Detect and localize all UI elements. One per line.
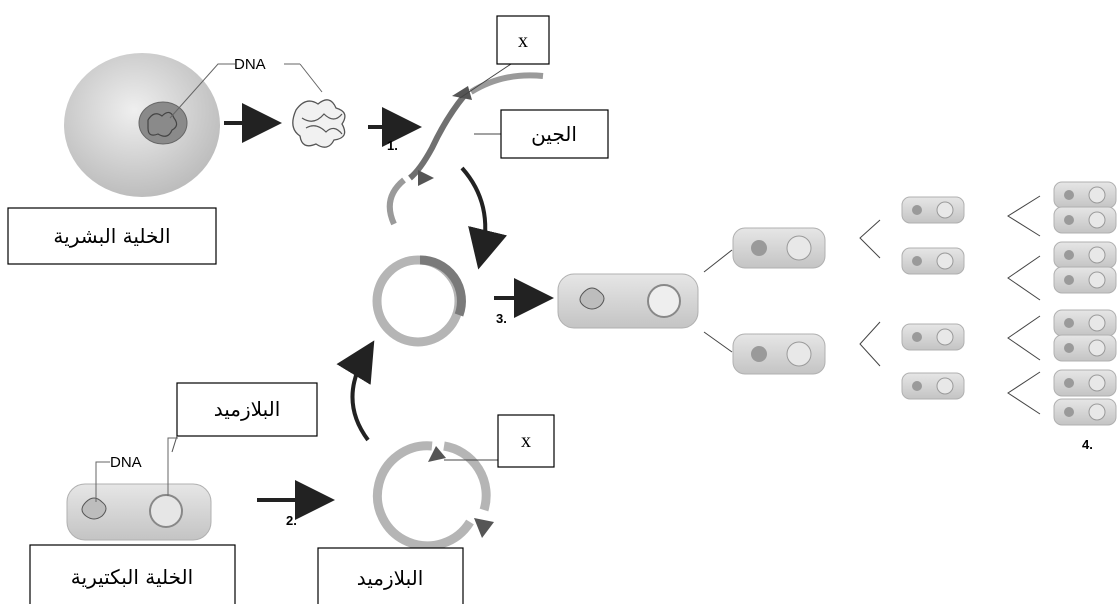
bacterial-cell-label: الخلية البكتيرية: [71, 565, 193, 589]
x-label-bottom: x: [521, 430, 531, 452]
cut-plasmid: [372, 441, 494, 551]
step-4-label: 4.: [1082, 437, 1093, 452]
division-branch-lines: [703, 195, 1041, 415]
dna-label-bottom-callout: DNA: [95, 437, 178, 502]
human-cell-label-box: الخلية البشرية: [7, 207, 217, 265]
recombinant-bacterium: [557, 273, 699, 329]
gene-label: الجين: [531, 122, 577, 146]
human-cell-label: الخلية البشرية: [53, 224, 170, 248]
dna-label-bottom: DNA: [110, 454, 142, 471]
arrow-gene-to-plasmid: [460, 166, 508, 270]
x-label-top: x: [518, 30, 528, 52]
step-1-label: 1.: [387, 138, 398, 153]
human-cell: [64, 53, 220, 197]
gene-strand: [386, 72, 544, 226]
bacterial-cell: [66, 483, 212, 541]
x-label-box-bottom: x: [444, 414, 555, 468]
step-3-label: 3.: [496, 311, 507, 326]
bacteria-gen3: [1053, 181, 1117, 426]
dna-tangle-icon: [292, 99, 346, 148]
plasmid-label-upper: البلازميد: [214, 397, 281, 421]
plasmid-label-upper-box: البلازميد: [171, 382, 318, 453]
step-2-label: 2.: [286, 513, 297, 528]
plasmid-label-lower: البلازميد: [357, 566, 424, 590]
dna-label-top: DNA: [234, 56, 266, 73]
x-label-box-top: x: [459, 15, 550, 99]
dna-label-top-callout: DNA: [169, 56, 323, 119]
recombinant-plasmid: [372, 255, 466, 347]
plasmid-label-lower-box: البلازميد: [317, 547, 464, 604]
gene-label-box: الجين: [474, 109, 609, 159]
bacterium-gen1-a: [732, 227, 826, 269]
bacterial-cell-label-box: الخلية البكتيرية: [29, 544, 236, 604]
bacterium-gen2-b: [901, 247, 965, 275]
bacterium-gen2-a: [901, 196, 965, 224]
bacterium-gen2-d: [901, 372, 965, 400]
bacterium-gen1-b: [732, 333, 826, 375]
arrow-plasmid-up: [336, 340, 375, 442]
bacterium-gen2-c: [901, 323, 965, 351]
